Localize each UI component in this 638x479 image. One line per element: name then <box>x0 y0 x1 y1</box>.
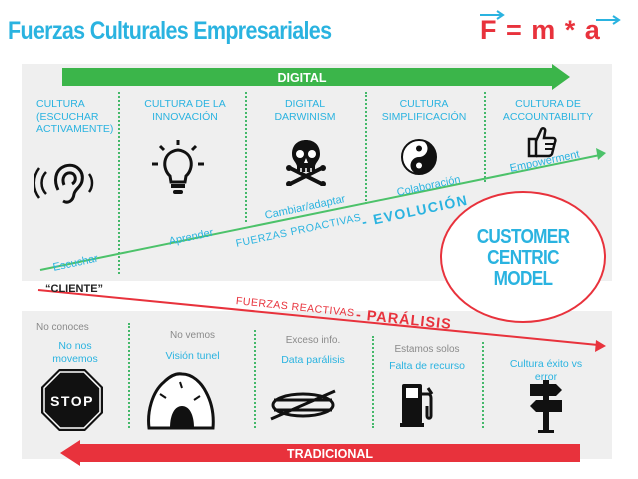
culture-accountability-label: CULTURA DE ACCOUNTABILITY <box>502 98 594 123</box>
divider-bottom-3 <box>372 336 374 428</box>
exceso-info-label: Exceso info. <box>285 335 341 346</box>
vision-tunel-label: Visión tunel <box>165 350 220 362</box>
divider-bottom-4 <box>482 342 484 428</box>
cliente-label: “CLIENTE” <box>45 283 104 295</box>
falta-recurso-label: Falta de recurso <box>389 360 465 372</box>
digital-arrow: DIGITAL <box>62 64 570 90</box>
ear-icon <box>34 163 94 204</box>
traditional-label: TRADICIONAL <box>287 447 373 461</box>
digital-label: DIGITAL <box>277 71 326 85</box>
divider-top-2 <box>245 92 247 222</box>
yin-yang-icon <box>401 139 437 175</box>
signpost-icon <box>530 380 562 433</box>
no-vemos-label: No vemos <box>169 330 215 341</box>
skull-icon <box>286 140 326 186</box>
stop-sign-icon: STOP <box>41 369 103 431</box>
fuel-pump-icon <box>400 384 434 427</box>
stop-sign-text: STOP <box>50 393 94 409</box>
divider-top-1 <box>118 92 120 274</box>
estamos-solos-label: Estamos solos <box>394 344 460 355</box>
force-vector-arrow-icon <box>480 10 505 20</box>
data-paralisis-label: Data parálisis <box>281 354 345 366</box>
formula: F = m * a <box>480 15 601 45</box>
overload-icon <box>270 389 336 421</box>
thumbs-up-icon <box>527 127 557 158</box>
culture-innovation-label: CULTURA DE LA INNOVACIÓN <box>144 98 226 123</box>
culture-listening-label: CULTURA (ESCUCHAR ACTIVAMENTE) <box>36 98 114 136</box>
tunnel-icon <box>147 372 215 430</box>
traditional-arrow: TRADICIONAL <box>60 440 580 466</box>
cultura-exito-label: Cultura éxito vs error <box>509 358 583 383</box>
divider-bottom-1 <box>128 323 130 428</box>
no-conoces-label: No conoces <box>36 322 89 333</box>
customer-centric-label: CUSTOMER CENTRIC MODEL <box>476 226 570 290</box>
acceleration-vector-arrow-icon <box>596 15 621 25</box>
lightbulb-icon <box>152 140 204 194</box>
divider-top-4 <box>484 92 486 182</box>
divider-bottom-2 <box>254 330 256 428</box>
digital-darwinism-label: DIGITAL DARWINISM <box>274 98 336 123</box>
no-nos-movemos-label: No nos movemos <box>52 340 98 365</box>
page-title: Fuerzas Culturales Empresariales <box>8 17 332 45</box>
culture-simplification-label: CULTURA SIMPLIFICACIÓN <box>381 98 467 123</box>
customer-centric-circle: CUSTOMER CENTRIC MODEL <box>440 191 606 323</box>
divider-top-3 <box>365 92 367 204</box>
